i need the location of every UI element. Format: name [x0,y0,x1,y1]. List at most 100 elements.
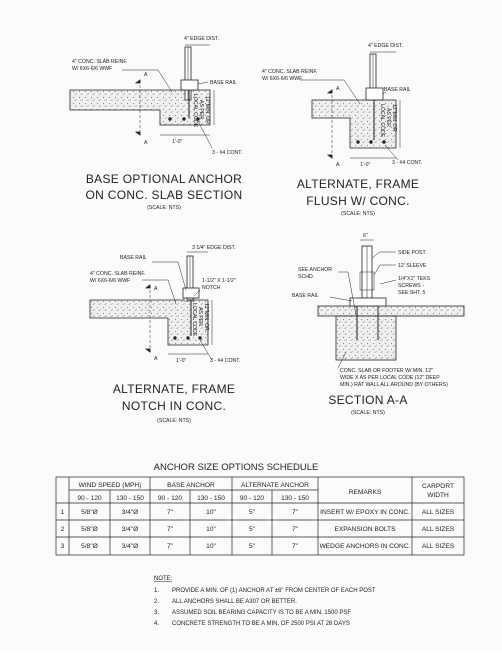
table-cell: 7" [167,526,174,533]
table-cell: 3/4"Ø [122,509,139,516]
d1-section-mark-bottom: A [144,140,148,146]
table-row: 2 5/8"Ø 3/4"Ø 7" 10" 5" 7" EXPANSION BOL… [61,526,455,533]
d1-edge-label: 4" EDGE DIST. [184,36,219,42]
row-number: 3 [61,543,65,550]
table-cell: 10" [206,509,216,516]
d2-title-line-1: ALTERNATE, FRAME [297,177,419,191]
note-number: 3. [154,610,159,616]
d3-section-mark-bottom: A [154,356,158,362]
anchor-schedule-grid [55,476,465,556]
d3-depth-label-2: AS PER [197,307,203,326]
table-cell: 7" [167,509,174,516]
schedule-header-carport-2: WIDTH [427,492,449,499]
d4-sleeve-label: 12' SLEEVE [398,263,427,269]
d2-title-line-2: FLUSH W/ CONC. [306,194,410,208]
note-text: CONCRETE STRENGTH TO BE A MIN. OF 2500 P… [172,621,350,627]
d2-slab-label-1: 4" CONC. SLAB REINF. [262,69,317,75]
d1-title-line-1: BASE OPTIONAL ANCHOR [86,172,242,186]
note-number: 4. [154,621,159,627]
table-cell: 5" [249,509,256,516]
d4-teks-label-3: SEE SHT. 5 [398,290,426,296]
row-number: 2 [61,526,65,533]
schedule-sub-5: 90 - 120 [240,495,265,502]
note-text: PROVIDE A MIN. OF (1) ANCHOR AT ±6" FROM… [172,588,376,594]
d4-conc-label-2: WIDE X AS PER LOCAL CODE (12" DEEP [340,375,440,381]
d4-conc-label-3: MIN.) RAT WALL ALL AROUND (BY OTHERS) [340,382,448,388]
d3-scale: (SCALE: NTS) [157,418,191,424]
d3-base-rail-label: BASE RAIL [120,255,147,261]
d1-title-line-2: ON CONC. SLAB SECTION [86,188,243,202]
d3-notch-label-1: 1-1/2" X 1-1/2" [202,278,236,284]
d2-depth-label-1: 12"MIN. OR [391,104,397,132]
schedule-header-alt: ALTERNATE ANCHOR [241,482,309,489]
table-cell: 10" [206,526,216,533]
schedule-title: ANCHOR SIZE OPTIONS SCHEDULE [154,462,319,473]
row-number: 1 [61,509,65,516]
d2-depth-label-3: LOCAL CODE [379,104,385,138]
table-cell: 7" [292,543,299,550]
d1-cont-label: 3 - #4 CONT. [212,150,242,156]
d3-width-label: 1'-0" [176,358,186,364]
table-cell: 5/8"Ø [81,526,98,533]
notes-list: 1. PROVIDE A MIN. OF (1) ANCHOR AT ±6" F… [154,588,376,627]
note-number: 1. [154,588,159,594]
schedule-sub-2: 130 - 150 [116,495,144,502]
d1-section-mark-top: A [144,72,148,78]
schedule-header-carport-1: CARPORT [422,483,454,490]
schedule-sub-6: 130 - 150 [281,495,309,502]
d1-width-label: 1'-0" [172,139,182,145]
table-cell: 7" [292,509,299,516]
d3-slab-label-1: 4" CONC. SLAB REINF. [90,271,145,277]
d4-title: SECTION A-A [328,393,407,407]
table-cell: 3/4"Ø [122,526,139,533]
schedule-header-wind: WIND SPEED (MPH) [79,482,142,489]
d1-base-rail-label: BASE RAIL [210,80,237,86]
d1-slab-label-2: W/ 6X6-6/6 WWF [72,66,112,72]
d2-depth-label-2: AS PER [385,108,391,127]
table-cell-remarks: WEDGE ANCHORS IN CONC. [320,543,411,550]
d1-depth-label-3: LOCAL CODE [192,94,198,128]
schedule-sub-3: 90 - 120 [158,495,183,502]
table-cell: 5" [249,543,256,550]
d3-edge-label: 3 1/4" EDGE DIST. [192,245,236,251]
d2-edge-label: 4" EDGE DIST. [368,43,403,49]
table-cell-width: ALL SIZES [422,526,455,533]
schedule-header-base: BASE ANCHOR [167,482,215,489]
d4-dim-label: 6" [363,233,368,239]
d4-teks-label-2: SCREWS - [398,283,424,289]
d3-section-mark-top: A [154,286,158,292]
d2-scale: (SCALE: NTS) [341,211,375,217]
schedule-header-remarks: REMARKS [349,489,382,496]
d1-depth-label-1: 12"MIN. OR [204,96,210,124]
schedule-sub-1: 90 - 120 [77,495,102,502]
detail-section-a-a [317,239,465,369]
table-cell-remarks: INSERT W/ EPOXY IN CONC. [320,509,410,516]
note-number: 2. [154,599,159,605]
d3-depth-label-3: LOCAL CODE [191,303,197,337]
table-cell: 7" [292,526,299,533]
d3-cont-label: 3 - #4 CONT. [210,358,240,364]
d4-scale: (SCALE: NTS) [351,410,385,416]
table-cell: 5" [249,526,256,533]
table-cell-width: ALL SIZES [422,543,455,550]
detail-alternate-frame-flush [300,51,401,161]
d3-slab-label-2: W/ 6X6-6/6 WWF [90,278,130,284]
table-row: 3 5/8"Ø 3/4"Ø 7" 10" 5" 7" WEDGE ANCHORS… [61,543,455,550]
table-cell: 5/8"Ø [81,509,98,516]
note-text: ALL ANCHORS SHALL BE A307 OR BETTER. [172,599,297,605]
d2-cont-label: 3 - #4 CONT. [392,160,422,166]
d3-title-line-2: NOTCH IN CONC. [122,399,226,413]
d3-notch-label-2: NOTCH [202,285,221,291]
d2-width-label: 1'-0" [360,162,370,168]
note-text: ASSUMED SOIL BEARING CAPACITY IS TO BE A… [172,610,351,616]
d2-section-mark-top: A [336,86,340,92]
table-cell: 3/4"Ø [122,543,139,550]
d3-title-line-1: ALTERNATE, FRAME [113,382,235,396]
detail-alternate-frame-notch [89,251,213,361]
d2-section-mark-bottom: A [336,162,340,168]
d3-depth-label-1: 12"MIN. OR [203,303,209,331]
notes-heading: NOTE: [154,576,173,582]
d1-scale: (SCALE: NTS) [147,205,181,211]
d4-side-post-label: SIDE POST [398,250,427,256]
